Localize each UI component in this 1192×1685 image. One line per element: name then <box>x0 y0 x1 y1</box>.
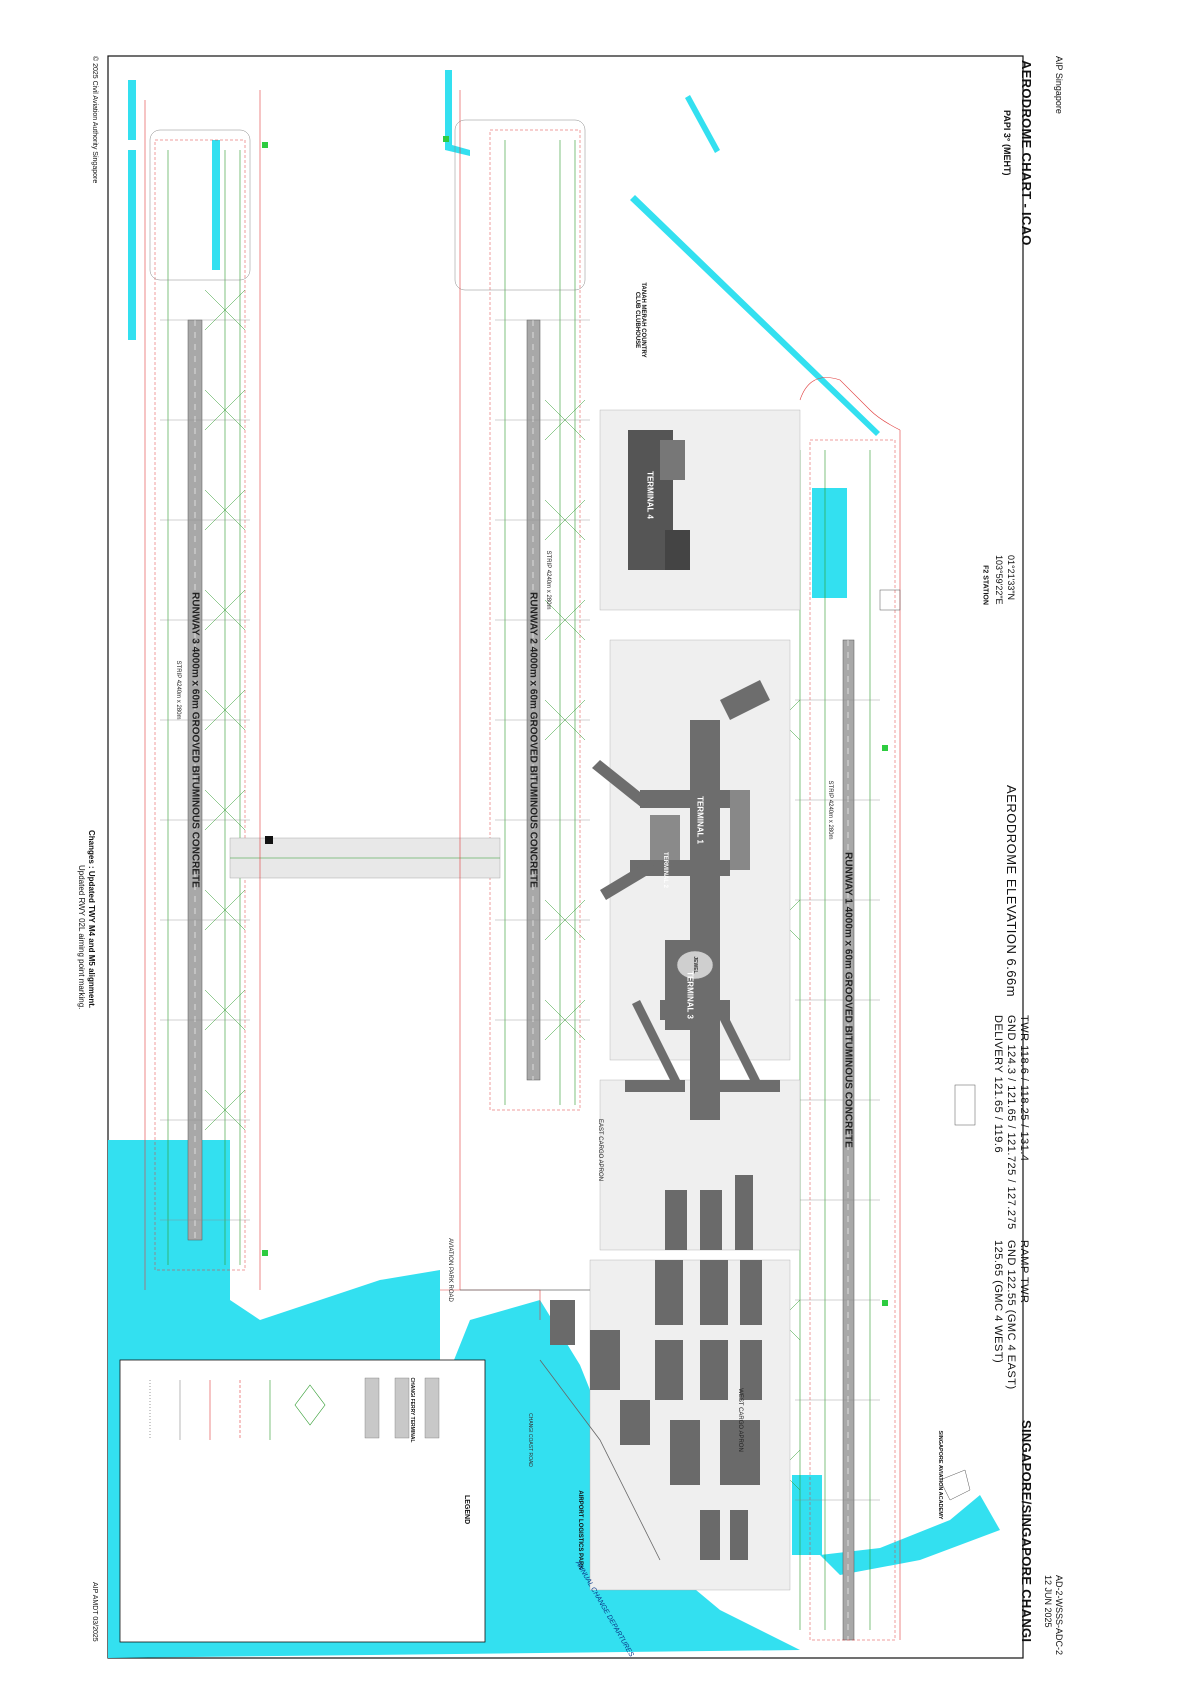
strip-3-label: STRIP 4240m x 280m <box>175 660 181 720</box>
terminal-2-label: TERMINAL 2 <box>662 852 668 888</box>
jewel-label: JEWEL <box>692 956 698 974</box>
terminal-1-label: TERMINAL 1 <box>695 796 705 844</box>
aerodrome-elevation: AERODROME ELEVATION 6.66m <box>1004 785 1019 998</box>
twr-frequencies: TWR 118.6 / 118.25 / 131.4 <box>1018 1015 1030 1162</box>
changi-creek-pond <box>792 1475 822 1555</box>
terminal-2-building <box>650 815 680 860</box>
tanah-merah-label: TANAH MERAH COUNTRY CLUB CLUBHOUSE <box>634 282 646 358</box>
ramp-twr: RAMP TWR <box>1018 1240 1030 1304</box>
aviation-park-road-label: AVIATION PARK ROAD <box>447 1238 453 1302</box>
aviation-academy-label: SINGAPORE AVIATION ACADEMY <box>937 1430 943 1520</box>
doc-date: 12 JUN 2025 <box>1043 1575 1053 1628</box>
taxiway-lines <box>167 140 871 1630</box>
canal <box>138 1150 146 1290</box>
west-cargo-apron-label: WEST CARGO APRON <box>737 1388 743 1452</box>
canal <box>685 95 720 153</box>
jewel <box>676 950 714 980</box>
copyright: © 2025 Civil Aviation Authority Singapor… <box>91 56 98 184</box>
doc-code: AD-2-WSSS-ADC-2 <box>1054 1575 1064 1656</box>
runway-3-label: RUNWAY 3 4000m x 60m GROOVED BITUMINOUS … <box>189 592 201 888</box>
changes-line-1: Changes : Updated TWY M4 and M5 alignmen… <box>87 830 96 1009</box>
legend-title: LEGEND <box>463 1495 470 1525</box>
coord-lon: 103°59'22"E <box>994 555 1004 605</box>
runway-1-label: RUNWAY 1 4000m x 60m GROOVED BITUMINOUS … <box>842 852 854 1148</box>
legend-box <box>119 1359 486 1643</box>
fire-station-label: F2 STATION <box>981 565 989 605</box>
canal <box>128 150 136 340</box>
coord-lat: 01°21'33"N <box>1006 555 1016 601</box>
east-cargo-apron-label: EAST CARGO APRON <box>597 1119 603 1181</box>
canal <box>128 80 136 140</box>
cargo-buildings <box>550 1175 762 1560</box>
strip-2-label: STRIP 4240m x 280m <box>545 550 551 610</box>
ferry-terminal-label: CHANGI FERRY TERMINAL <box>409 1377 415 1443</box>
ramp-gnd-west: 125.65 (GMC 4 WEST) <box>992 1240 1004 1364</box>
chart-title: AERODROME CHART - ICAO <box>1019 60 1034 246</box>
amdt-label: AIP AMDT 03/2025 <box>91 1582 98 1642</box>
aerodrome-location: SINGAPORE/SINGAPORE CHANGI <box>1019 1420 1034 1643</box>
legend-swatches <box>149 1377 440 1440</box>
terminal-complex <box>592 680 780 1120</box>
canal <box>445 70 470 156</box>
canal-diagonal <box>630 195 880 436</box>
canal <box>212 140 220 270</box>
taxiway-crossings <box>160 319 880 1501</box>
airport-logistics-park-label: AIRPORT LOGISTICS PARK <box>577 1490 583 1570</box>
terminal-4-label: TERMINAL 4 <box>645 471 655 519</box>
sea-area-west <box>108 1140 440 1395</box>
aip-label: AIP Singapore <box>1054 56 1064 114</box>
strip-1-label: STRIP 4240m x 280m <box>827 780 833 840</box>
changi-coast-road-label: CHANGI COAST ROAD <box>527 1413 533 1467</box>
runway-2-label: RUNWAY 2 4000m x 60m GROOVED BITUMINOUS … <box>527 592 539 888</box>
retention-pond <box>812 488 847 598</box>
terminal-3-label: TERMINAL 3 <box>685 971 695 1019</box>
delivery-frequencies: DELIVERY 121.65 / 119.6 <box>992 1015 1004 1154</box>
ramp-gnd-east: GND 122.55 (GMC 4 EAST) <box>1005 1240 1017 1390</box>
creek <box>820 1495 1000 1575</box>
papi-title: PAPI 3° (MEHT) <box>1002 110 1012 176</box>
changes-line-2: Updated RWY 02L aiming point marking. <box>77 865 86 1010</box>
perimeter-road <box>144 90 901 1640</box>
gnd-frequencies: GND 124.3 / 121.65 / 121.725 / 127.275 <box>1005 1015 1017 1230</box>
